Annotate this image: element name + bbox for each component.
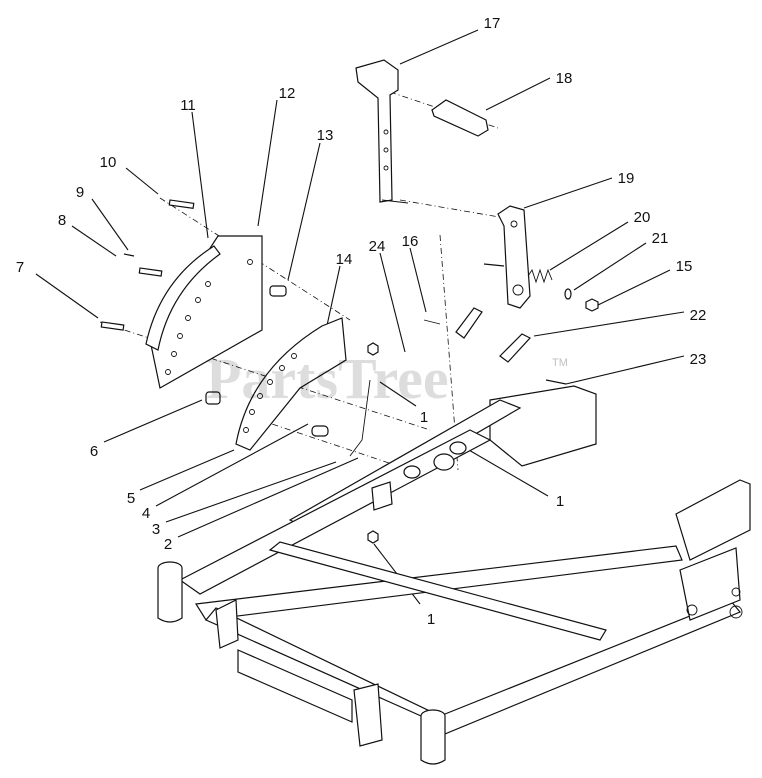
callout-c1a: 1 (420, 409, 428, 426)
callout-c17: 17 (484, 15, 501, 32)
leader-14 (325, 265, 341, 331)
leader-11 (191, 111, 209, 239)
nut-part-1-upper (367, 342, 379, 356)
callout-c1b: 1 (556, 493, 564, 510)
callout-c8: 8 (58, 212, 66, 229)
callout-c22: 22 (690, 307, 707, 324)
caster-tube-front (420, 709, 446, 765)
callout-c9: 9 (76, 184, 84, 201)
callout-c15: 15 (676, 258, 693, 275)
leader-23 (565, 355, 685, 385)
link-part-22 (499, 333, 531, 363)
lever-arm-part-19 (483, 205, 531, 309)
callout-c21: 21 (652, 230, 669, 247)
callout-c20: 20 (634, 209, 651, 226)
bolt-part-4 (311, 425, 329, 437)
leader-19 (523, 177, 613, 209)
leader-6 (103, 399, 203, 443)
leader-12 (257, 99, 278, 227)
leader-18 (485, 77, 551, 111)
leader-20 (549, 221, 629, 271)
leader-lines (35, 29, 685, 605)
leader-5 (139, 449, 235, 491)
leader-13 (287, 142, 321, 281)
leader-1a (379, 381, 417, 407)
pin-part-8 (123, 253, 135, 257)
leader-24 (379, 252, 406, 353)
washer-part-21 (564, 288, 572, 300)
callout-c12: 12 (279, 85, 296, 102)
leader-8 (71, 225, 117, 257)
nut-part-1-lower (367, 530, 379, 544)
leader-16 (409, 247, 427, 313)
bolt-part-7 (100, 321, 125, 331)
leader-10 (125, 167, 159, 195)
leader-4 (155, 423, 309, 507)
leader-9 (91, 198, 129, 251)
main-frame (157, 385, 751, 765)
callout-c19: 19 (618, 170, 635, 187)
leader-21 (573, 242, 647, 291)
callout-c11: 11 (180, 97, 196, 114)
bolt-part-10 (168, 199, 195, 209)
callout-c13: 13 (317, 127, 334, 144)
callout-c10: 10 (100, 154, 117, 171)
callout-c24: 24 (369, 238, 386, 255)
caster-tube-left (157, 561, 183, 623)
leader-7 (35, 273, 99, 319)
callout-c6: 6 (90, 443, 98, 460)
watermark-text: PartsTree (206, 346, 449, 411)
pedal-pad-part-18 (431, 99, 489, 137)
spacer-part-13 (269, 285, 287, 297)
callout-c18: 18 (556, 70, 573, 87)
callout-c14: 14 (336, 251, 353, 268)
curved-bracket-part-11 (145, 245, 221, 351)
spring-rod-part-24 (349, 379, 371, 457)
callout-c4: 4 (142, 505, 150, 522)
callout-c3: 3 (152, 521, 160, 538)
watermark-trademark: TM (552, 357, 568, 369)
curved-plate-part-14 (235, 317, 347, 451)
link-part-16 (423, 307, 483, 339)
lever-bracket-part-17 (355, 59, 409, 204)
nut-part-15 (585, 298, 599, 312)
leader-22 (533, 311, 685, 337)
callout-c1c: 1 (427, 611, 435, 628)
callout-c23: 23 (690, 351, 707, 368)
leader-2 (177, 457, 359, 538)
spring-part-20 (527, 268, 553, 284)
callout-c2: 2 (164, 536, 172, 553)
callout-c16: 16 (402, 233, 419, 250)
callout-c7: 7 (16, 259, 24, 276)
bolt-part-9 (138, 267, 163, 277)
leader-3 (165, 461, 337, 523)
pin-part-23 (545, 379, 567, 385)
leader-17 (399, 29, 479, 65)
alignment-lines (99, 91, 506, 471)
spacer-part-6 (205, 391, 221, 405)
leader-15 (595, 269, 671, 307)
callout-c5: 5 (127, 490, 135, 507)
leader-1b (461, 445, 549, 497)
